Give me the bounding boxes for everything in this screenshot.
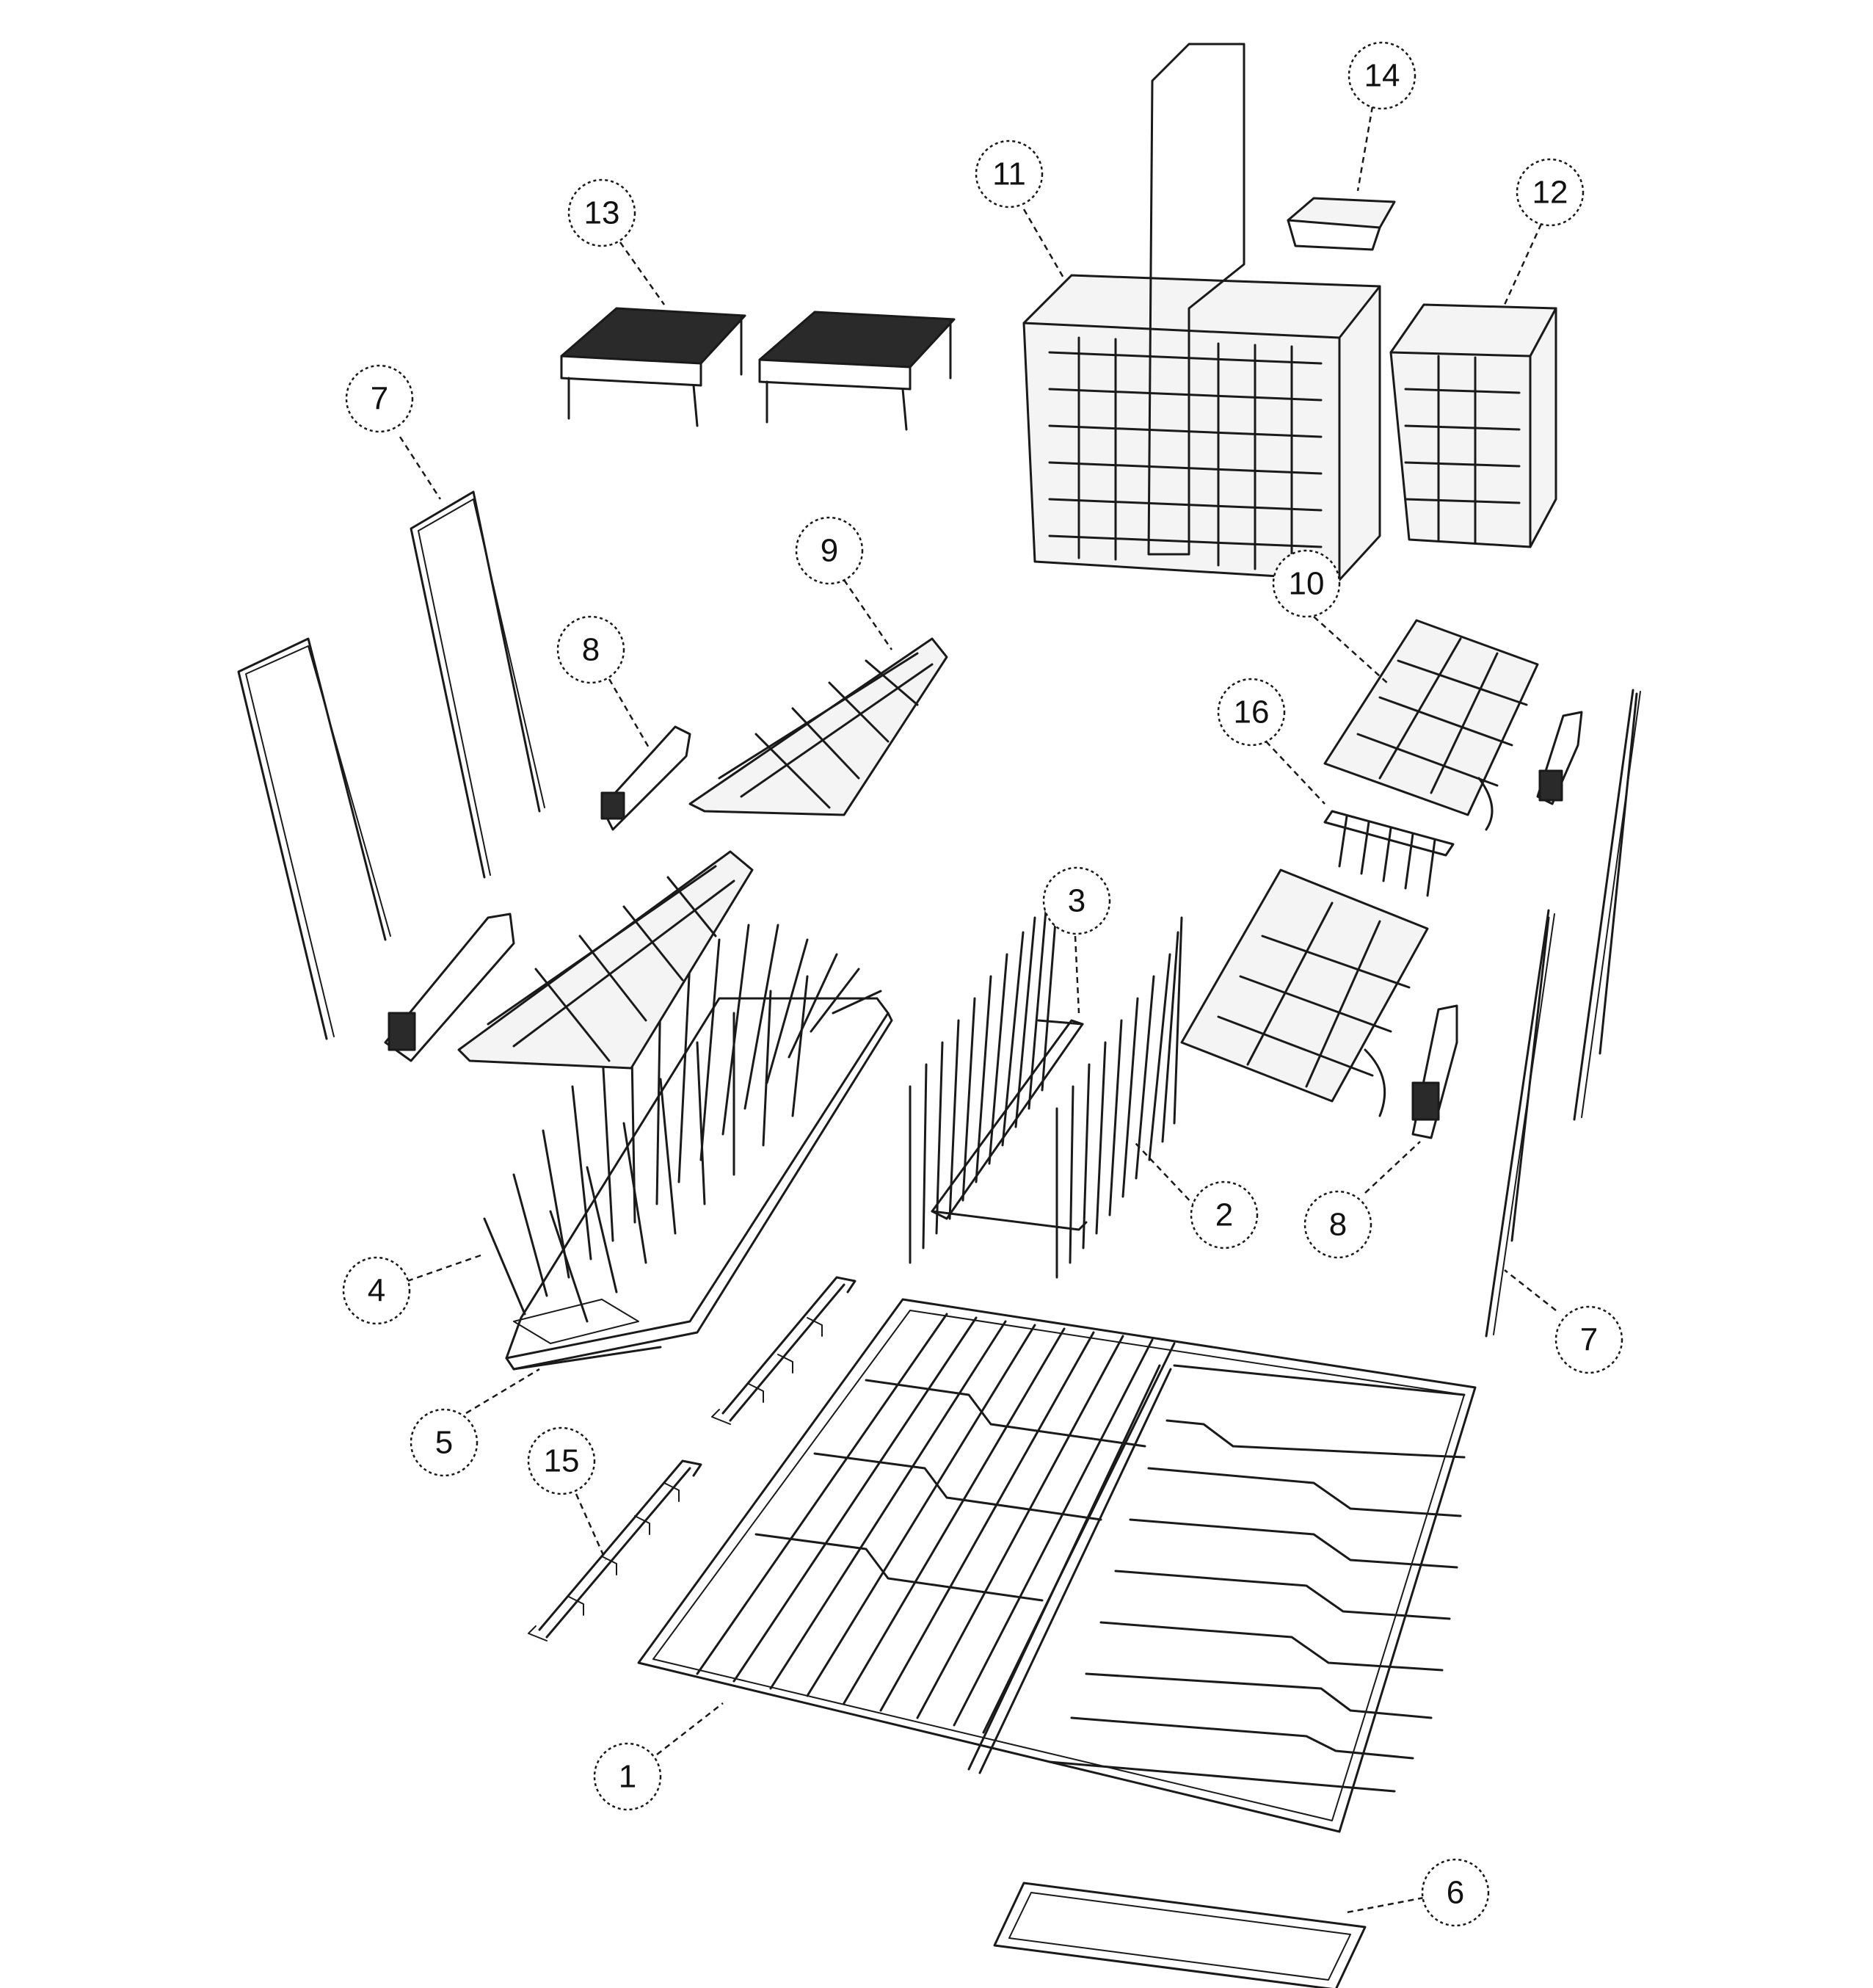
callout-10-label: 10 bbox=[1289, 566, 1325, 602]
callout-7b-label: 7 bbox=[1580, 1322, 1598, 1358]
part-comb bbox=[1323, 810, 1455, 897]
callout-1-label: 1 bbox=[619, 1759, 636, 1795]
part-wire-support-right-outer bbox=[1485, 909, 1555, 1338]
part-small-rack-right bbox=[758, 311, 956, 431]
callout-3-label: 3 bbox=[1068, 883, 1085, 919]
leader-5 bbox=[465, 1368, 540, 1415]
leader-3 bbox=[1074, 935, 1080, 1014]
part-cup-shelf-upper bbox=[688, 637, 948, 816]
callout-6-label: 6 bbox=[1447, 1875, 1464, 1911]
part-wire-support-left-inner bbox=[410, 490, 545, 879]
callout-3: 3 bbox=[1042, 866, 1111, 935]
callout-8a-label: 8 bbox=[582, 632, 600, 668]
part-rack-clip-lower bbox=[528, 1459, 702, 1641]
callout-14: 14 bbox=[1348, 41, 1416, 110]
callout-7a-label: 7 bbox=[371, 381, 388, 417]
part-rack-clip-upper bbox=[711, 1276, 857, 1425]
callout-1: 1 bbox=[593, 1742, 662, 1811]
part-right-shelf-lower bbox=[1180, 868, 1429, 1117]
callout-2-label: 2 bbox=[1215, 1197, 1233, 1233]
leader-16 bbox=[1265, 741, 1325, 805]
callout-15: 15 bbox=[527, 1426, 596, 1495]
part-main-rack bbox=[637, 1298, 1477, 1833]
leader-8a bbox=[608, 678, 651, 750]
part-front-tray bbox=[993, 1882, 1367, 1988]
callout-8b: 8 bbox=[1303, 1190, 1372, 1259]
callout-4-label: 4 bbox=[368, 1273, 385, 1309]
part-small-basket bbox=[1389, 303, 1557, 548]
callout-8b-label: 8 bbox=[1329, 1207, 1347, 1243]
part-hinge-right-lower bbox=[1411, 1004, 1458, 1139]
part-cup-shelf-lower bbox=[457, 850, 754, 1070]
callout-6: 6 bbox=[1421, 1858, 1490, 1927]
leader-10 bbox=[1313, 616, 1388, 683]
part-small-rack-left bbox=[560, 307, 746, 427]
callout-11-label: 11 bbox=[992, 156, 1026, 192]
leader-12 bbox=[1503, 223, 1543, 305]
callout-16: 16 bbox=[1217, 678, 1286, 747]
part-wire-support-right-inner bbox=[1573, 689, 1641, 1121]
callout-5: 5 bbox=[410, 1408, 479, 1477]
part-wire-support-left-outer bbox=[237, 637, 391, 1040]
callout-2: 2 bbox=[1190, 1180, 1259, 1249]
callout-7b: 7 bbox=[1554, 1305, 1623, 1374]
leader-13 bbox=[619, 242, 666, 305]
callout-9-label: 9 bbox=[821, 533, 838, 569]
leader-lines bbox=[399, 106, 1557, 1914]
leader-8b bbox=[1364, 1141, 1421, 1194]
part-hinge-right-upper bbox=[1536, 711, 1583, 805]
callout-11: 11 bbox=[975, 139, 1044, 208]
leader-7a bbox=[399, 436, 442, 500]
leader-2 bbox=[1133, 1141, 1197, 1208]
leader-7b bbox=[1504, 1269, 1557, 1311]
leader-9 bbox=[843, 579, 893, 650]
callout-14-label: 14 bbox=[1364, 58, 1400, 94]
callout-9: 9 bbox=[795, 516, 864, 585]
leader-4 bbox=[407, 1254, 481, 1283]
callout-12-label: 12 bbox=[1532, 175, 1568, 211]
part-small-cup bbox=[1287, 197, 1396, 251]
callout-4: 4 bbox=[342, 1256, 411, 1325]
part-right-shelf-upper bbox=[1323, 619, 1539, 831]
callout-7a: 7 bbox=[345, 364, 414, 433]
leader-15 bbox=[575, 1493, 607, 1561]
callout-16-label: 16 bbox=[1234, 694, 1270, 730]
leader-6 bbox=[1346, 1896, 1425, 1914]
part-cutlery-basket bbox=[1022, 43, 1381, 581]
callout-13-label: 13 bbox=[584, 195, 620, 231]
callout-15-label: 15 bbox=[544, 1443, 580, 1479]
leader-14 bbox=[1356, 106, 1374, 192]
callout-8a: 8 bbox=[556, 615, 625, 684]
part-hinge-lower-left bbox=[384, 913, 515, 1062]
leader-11 bbox=[1022, 208, 1066, 280]
leader-1 bbox=[656, 1702, 724, 1755]
part-hinge-upper-left bbox=[600, 725, 691, 831]
callout-12: 12 bbox=[1516, 158, 1585, 227]
part-center-tine-rack bbox=[909, 902, 1183, 1279]
callout-13: 13 bbox=[567, 178, 636, 247]
callout-10: 10 bbox=[1272, 549, 1341, 618]
callout-5-label: 5 bbox=[435, 1425, 453, 1461]
